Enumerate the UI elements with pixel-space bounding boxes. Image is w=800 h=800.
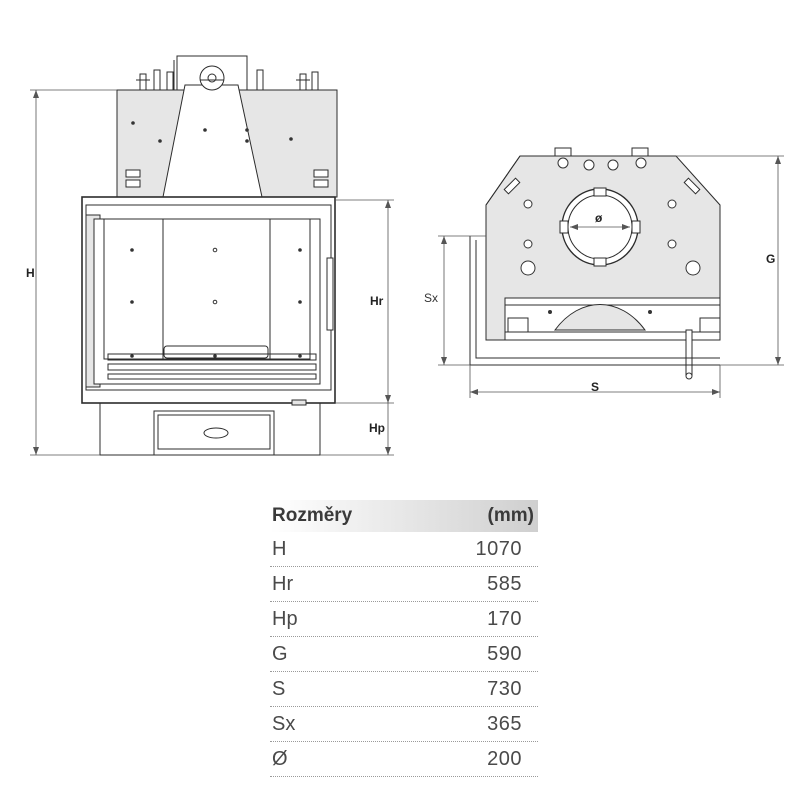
row-name: Ø (272, 747, 288, 770)
header-name: Rozměry (272, 505, 353, 526)
row-name: S (272, 677, 286, 700)
front-view: H Hr Hp (26, 55, 394, 456)
table-row: Hp 170 (270, 602, 538, 637)
table-row: S 730 (270, 672, 538, 707)
dim-label-H: H (26, 266, 35, 280)
table-row: H 1070 (270, 532, 538, 567)
top-view: ø Sx G (424, 147, 784, 398)
row-value: 590 (487, 642, 522, 665)
dimensions-table: Rozměry (mm) H 1070 Hr 585 Hp 170 G 590 … (270, 500, 538, 777)
dim-label-Hp: Hp (369, 421, 385, 435)
row-value: 200 (487, 747, 522, 770)
row-value: 585 (487, 572, 522, 595)
header-unit: (mm) (487, 505, 534, 526)
table-row: Ø 200 (270, 742, 538, 777)
dim-label-Sx: Sx (424, 291, 438, 305)
table-row: Hr 585 (270, 567, 538, 602)
dim-label-Hr: Hr (370, 294, 384, 308)
row-value: 365 (487, 712, 522, 735)
row-name: Hr (272, 572, 294, 595)
row-name: H (272, 537, 287, 560)
dim-label-S: S (591, 380, 599, 394)
table-row: G 590 (270, 637, 538, 672)
row-name: G (272, 642, 288, 665)
row-value: 1070 (475, 537, 522, 560)
table-row: Sx 365 (270, 707, 538, 742)
row-name: Sx (272, 712, 296, 735)
row-name: Hp (272, 607, 298, 630)
table-header: Rozměry (mm) (270, 500, 538, 532)
fireplace-technical-drawing: H Hr Hp ø (26, 55, 784, 456)
row-value: 170 (487, 607, 522, 630)
dim-label-diameter: ø (595, 211, 603, 225)
dim-label-G: G (766, 252, 775, 266)
row-value: 730 (487, 677, 522, 700)
